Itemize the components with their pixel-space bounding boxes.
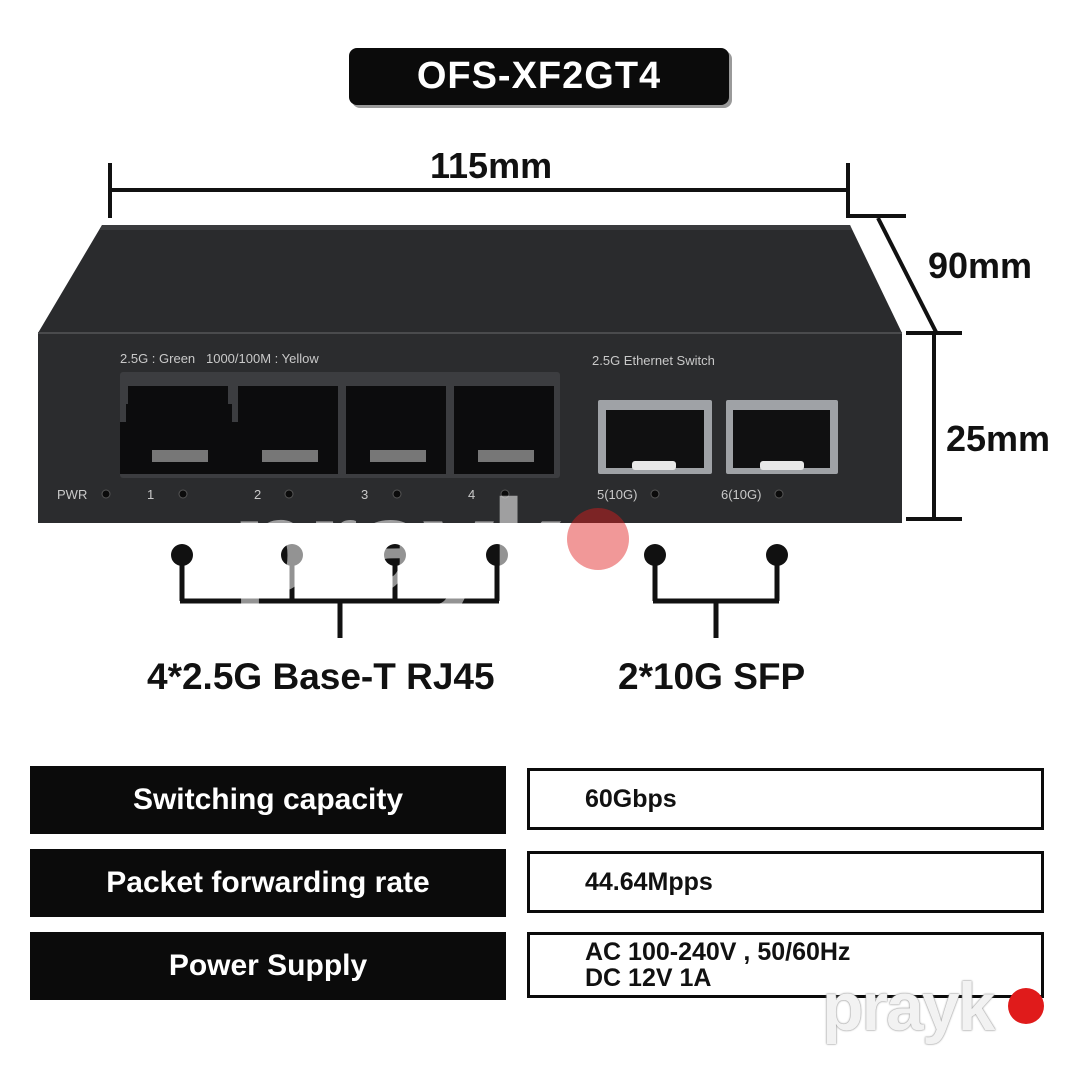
device-top-panel [38, 225, 902, 333]
spec-value-switching-capacity: 60Gbps [527, 768, 1044, 830]
port-label-2: 2 [254, 487, 261, 502]
spec-label-switching-capacity: Switching capacity [30, 766, 506, 834]
status-leds [101, 489, 784, 499]
sfp-group-bracket [652, 555, 780, 638]
switch-device: 2.5G : Green 1000/100M : Yellow 2.5G Eth… [38, 225, 902, 523]
sfp-cages [598, 400, 838, 474]
spec-label-packet-forwarding-rate: Packet forwarding rate [30, 849, 506, 917]
port-label-6: 6(10G) [721, 487, 761, 502]
depth-label: 90mm [928, 245, 1033, 286]
height-dimension-line [906, 331, 962, 521]
port-label-4: 4 [468, 487, 475, 502]
led-legend: 2.5G : Green 1000/100M : Yellow [120, 351, 319, 366]
width-label: 115mm [430, 145, 553, 186]
port-label-1: 1 [147, 487, 154, 502]
port-label-5: 5(10G) [597, 487, 637, 502]
rj45-group-label: 4*2.5G Base-T RJ45 [147, 656, 495, 697]
depth-dimension-line [850, 214, 938, 333]
device-name-label: 2.5G Ethernet Switch [592, 353, 715, 368]
spec-value-power-supply: AC 100-240V , 50/60Hz DC 12V 1A [527, 932, 1044, 998]
height-label: 25mm [946, 418, 1051, 459]
watermark-logo: prayk [822, 969, 995, 1045]
watermark-logo-dot [1008, 988, 1044, 1024]
width-dimension-line [108, 163, 850, 218]
port-label-3: 3 [361, 487, 368, 502]
spec-value-packet-forwarding-rate: 44.64Mpps [527, 851, 1044, 913]
spec-label-power-supply: Power Supply [30, 932, 506, 1000]
sfp-group-label: 2*10G SFP [618, 656, 806, 697]
model-title: OFS-XF2GT4 [349, 48, 729, 105]
watermark-center-dot [567, 508, 629, 570]
pwr-label: PWR [57, 487, 87, 502]
watermark-center: prayk [232, 472, 563, 618]
